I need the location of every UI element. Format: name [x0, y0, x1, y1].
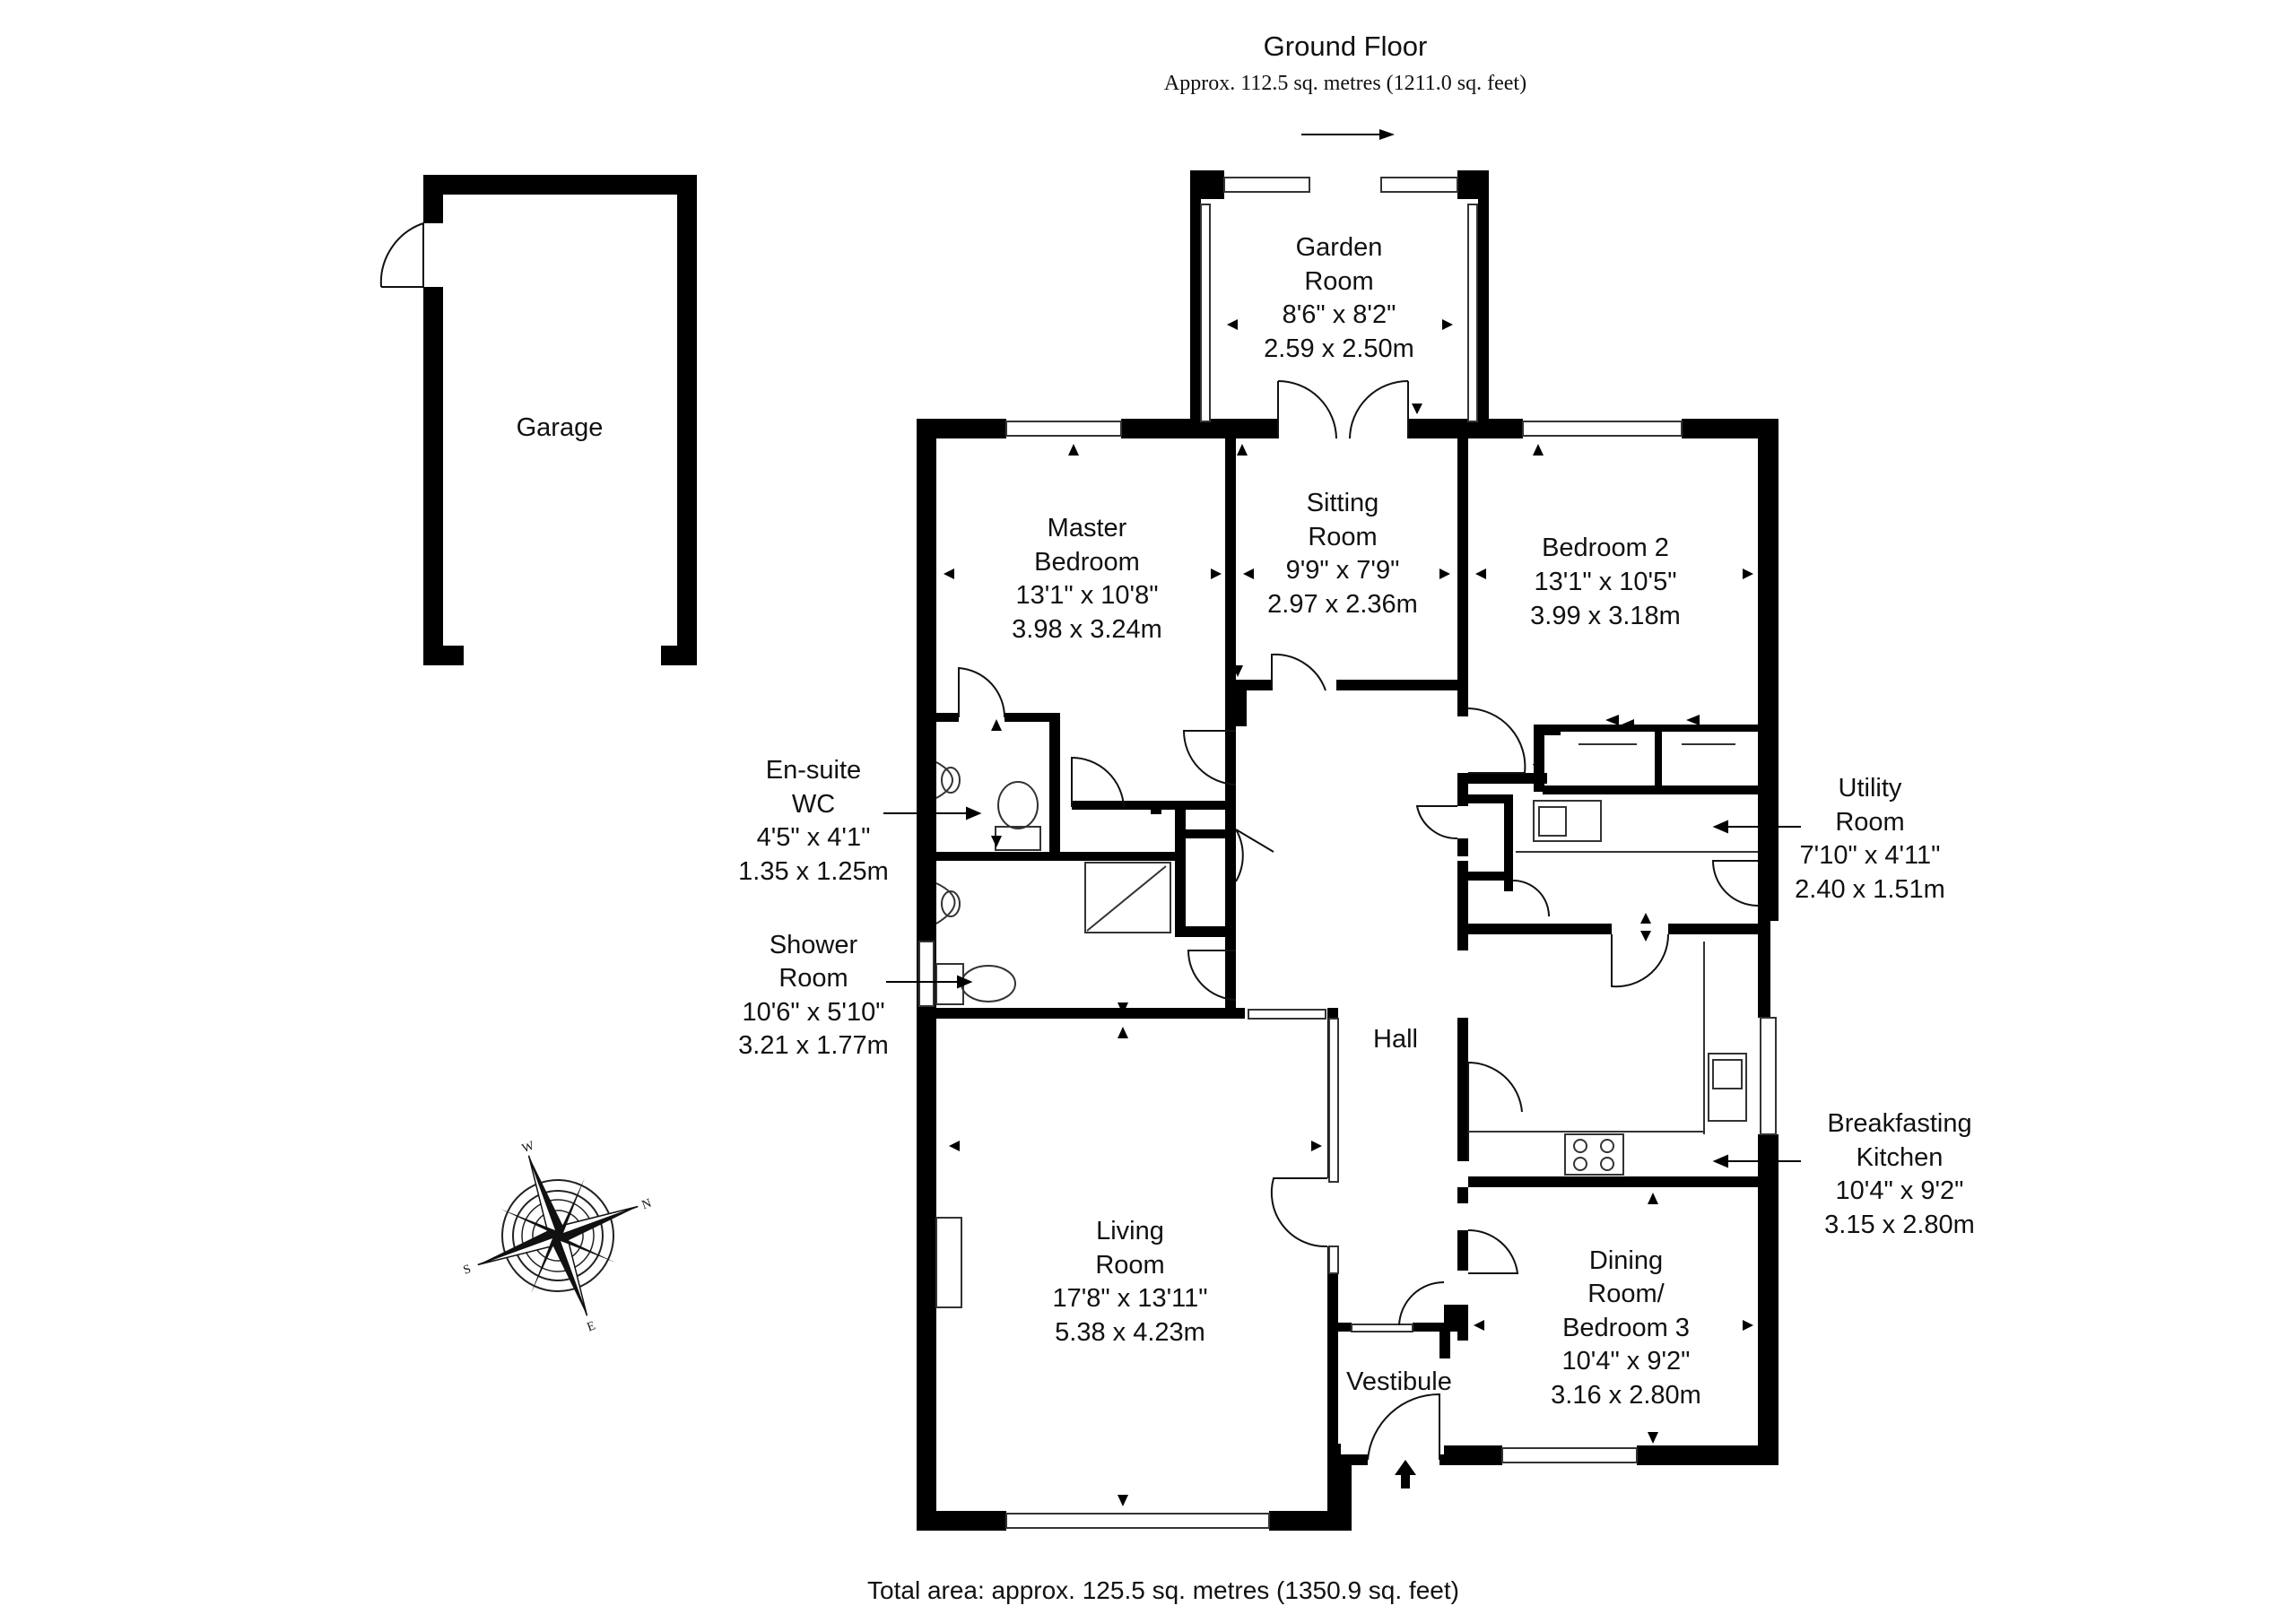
floor-title: Ground Floor	[1264, 30, 1428, 62]
utility-room-name-2: Room	[1835, 808, 1904, 837]
living-room-metric: 5.38 x 4.23m	[1055, 1318, 1205, 1347]
bedroom2-metric: 3.99 x 3.18m	[1530, 602, 1681, 630]
sitting-room-imperial: 9'9" x 7'9"	[1286, 556, 1400, 585]
ensuite-toilet	[995, 826, 1041, 851]
garden-room-metric: 2.59 x 2.50m	[1264, 334, 1414, 363]
shower-room-imperial: 10'6" x 5'10"	[742, 998, 884, 1027]
windows	[918, 177, 1777, 1529]
total-area: Total area: approx. 125.5 sq. metres (13…	[867, 1576, 1459, 1604]
utility-room-metric: 2.40 x 1.51m	[1795, 875, 1945, 904]
kitchen-sink	[1708, 1053, 1747, 1122]
compass-s: S	[462, 1263, 473, 1278]
living-room-imperial: 17'8" x 13'11"	[1052, 1284, 1207, 1313]
living-room-name-1: Living	[1096, 1217, 1164, 1245]
master-bedroom-name-2: Bedroom	[1034, 548, 1140, 577]
sitting-room-name-1: Sitting	[1307, 489, 1379, 517]
compass-rose-icon: W N S E	[462, 1139, 654, 1334]
dining-room-name-1: Dining	[1589, 1246, 1663, 1275]
utility-room-name-1: Utility	[1839, 774, 1902, 803]
garden-room-name-2: Room	[1304, 267, 1373, 296]
garden-room-name-1: Garden	[1296, 233, 1383, 262]
ensuite-basin	[935, 761, 953, 799]
shower-basin	[935, 882, 956, 924]
room-labels: Garage Garden Room 8'6" x 8'2" 2.59 x 2.…	[517, 233, 1975, 1410]
compass-e: E	[586, 1319, 597, 1334]
ensuite-name-2: WC	[792, 790, 835, 819]
garage-label: Garage	[517, 413, 604, 442]
compass-n: N	[640, 1197, 654, 1213]
dining-room-imperial: 10'4" x 9'2"	[1562, 1347, 1691, 1376]
kitchen-hob	[1564, 1133, 1624, 1176]
dimension-markers	[944, 129, 1753, 1506]
kitchen-imperial: 10'4" x 9'2"	[1836, 1176, 1964, 1205]
compass-w: W	[520, 1139, 536, 1156]
dining-room-metric: 3.16 x 2.80m	[1551, 1381, 1701, 1410]
master-bedroom-metric: 3.98 x 3.24m	[1012, 615, 1162, 644]
kitchen-metric: 3.15 x 2.80m	[1824, 1211, 1975, 1239]
shower-room-name-2: Room	[778, 964, 848, 993]
bedroom2-name: Bedroom 2	[1542, 534, 1669, 562]
dining-room-name-3: Bedroom 3	[1562, 1314, 1690, 1342]
utility-sink	[1533, 800, 1602, 842]
living-room-name-2: Room	[1095, 1251, 1164, 1280]
ensuite-metric: 1.35 x 1.25m	[738, 857, 889, 886]
sitting-room-metric: 2.97 x 2.36m	[1267, 590, 1418, 619]
master-bedroom-name-1: Master	[1048, 514, 1127, 542]
kitchen-name-1: Breakfasting	[1827, 1109, 1971, 1138]
shower-room-name-1: Shower	[770, 931, 858, 959]
hall-label: Hall	[1373, 1025, 1418, 1054]
fireplace	[935, 1217, 962, 1308]
utility-room-imperial: 7'10" x 4'11"	[1800, 841, 1941, 870]
master-bedroom-imperial: 13'1" x 10'8"	[1015, 581, 1158, 610]
garden-room-imperial: 8'6" x 8'2"	[1283, 300, 1396, 329]
dining-room-name-2: Room/	[1587, 1280, 1665, 1308]
leader-lines	[883, 806, 1801, 1168]
kitchen-name-2: Kitchen	[1857, 1143, 1944, 1172]
doors	[379, 222, 1759, 1461]
fixtures	[935, 743, 1758, 1308]
vestibule-label: Vestibule	[1346, 1367, 1452, 1396]
bedroom2-imperial: 13'1" x 10'5"	[1534, 568, 1676, 596]
ensuite-name-1: En-suite	[766, 756, 861, 785]
floor-area-subtitle: Approx. 112.5 sq. metres (1211.0 sq. fee…	[1164, 72, 1526, 95]
sitting-room-name-2: Room	[1308, 523, 1377, 551]
shower-tray	[1084, 862, 1171, 933]
ensuite-imperial: 4'5" x 4'1"	[757, 823, 871, 852]
shower-room-metric: 3.21 x 1.77m	[738, 1031, 889, 1060]
